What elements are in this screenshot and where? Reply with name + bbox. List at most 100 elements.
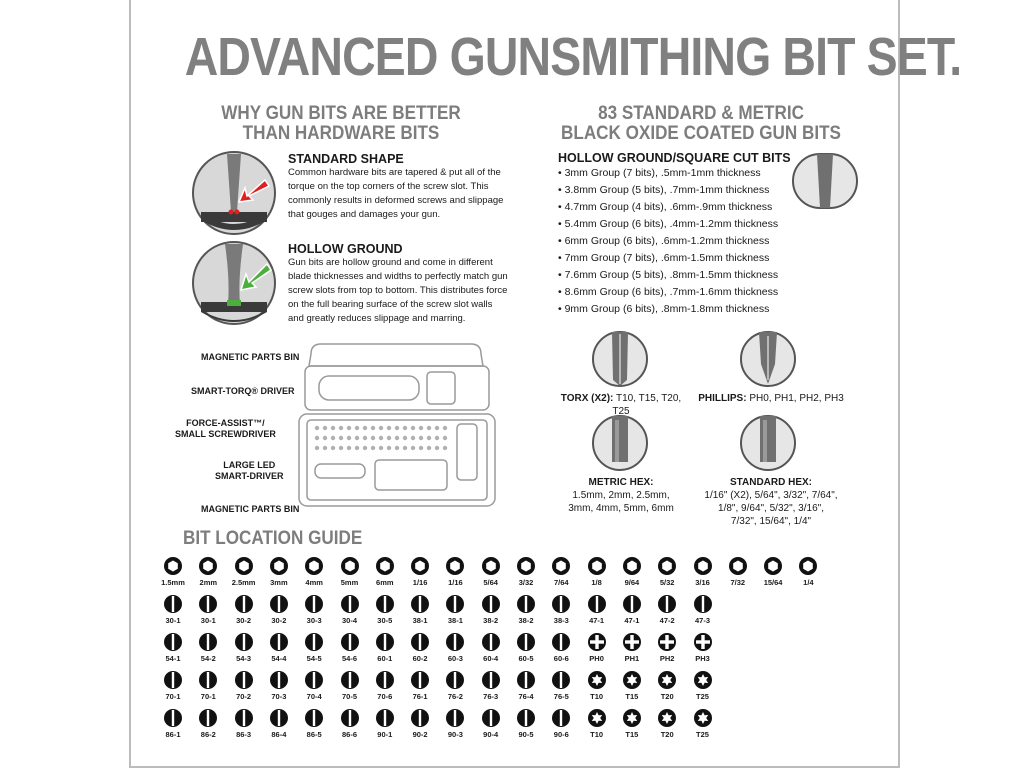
standard-shape-title: STANDARD SHAPE [288, 152, 404, 166]
bit-slot-label: 76-3 [483, 692, 499, 701]
bit-slot-label: 90-3 [447, 730, 463, 739]
left-heading-line1: WHY GUN BITS ARE BETTER [221, 103, 461, 124]
bit-slot-label: 9/64 [624, 578, 640, 587]
slotted-bit-icon [411, 633, 430, 651]
standard-hex-sizes-1: 1/16" (X2), 5/64", 3/32", 7/64", [704, 490, 838, 501]
phillips-bit-small-icon [693, 633, 712, 651]
slotted-bit-icon [305, 633, 324, 651]
bit-slot-label: PH1 [624, 654, 640, 663]
left-heading: WHY GUN BITS ARE BETTER THAN HARDWARE BI… [206, 104, 476, 144]
bit-slot: 86-5 [296, 708, 332, 739]
bit-slot-label: 47-1 [624, 616, 640, 625]
bit-slot: 86-2 [190, 708, 226, 739]
bit-slot-label: 70-2 [236, 692, 252, 701]
bit-slot: 60-5 [508, 632, 544, 663]
bit-slot-label: 60-3 [447, 654, 463, 663]
hex-socket-icon [446, 557, 465, 575]
slotted-bit-icon [199, 595, 218, 613]
slotted-bit-icon [481, 633, 500, 651]
bit-slot-label: 86-1 [165, 730, 181, 739]
slotted-bit-icon [446, 633, 465, 651]
bit-slot: 38-3 [543, 594, 579, 625]
metric-hex-label: METRIC HEX: 1.5mm, 2mm, 2.5mm, 3mm, 4mm,… [541, 476, 701, 515]
bit-slot-label: 30-2 [271, 616, 287, 625]
bit-slot: T15 [614, 670, 650, 701]
left-heading-line2: THAN HARDWARE BITS [242, 123, 440, 144]
torx-bit-small-icon [622, 671, 641, 689]
bit-slot-label: 38-2 [483, 616, 499, 625]
bit-slot: 7/64 [543, 556, 579, 587]
bit-slot: 1/16 [402, 556, 438, 587]
slotted-bit-icon [164, 595, 182, 613]
bit-slot: 54-5 [296, 632, 332, 663]
standard-hex-label: STANDARD HEX: 1/16" (X2), 5/64", 3/32", … [696, 476, 846, 528]
bit-slot-label: 30-3 [306, 616, 322, 625]
bit-slot-label: PH0 [589, 654, 604, 663]
bit-slot: 4mm [296, 556, 332, 587]
slotted-bit-icon [375, 633, 394, 651]
bit-slot: 30-2 [226, 594, 262, 625]
bit-slot: 1/4 [790, 556, 826, 587]
torx-bit-small-icon [587, 709, 606, 727]
bit-slot: 3/32 [508, 556, 544, 587]
callout-force-assist: FORCE-ASSIST™/ SMALL SCREWDRIVER [175, 418, 276, 440]
bit-slot-label: 86-5 [306, 730, 322, 739]
bit-slot-label: 1/16 [412, 578, 428, 587]
metric-hex-name: METRIC HEX: [588, 477, 654, 488]
bit-slot: 1/8 [579, 556, 615, 587]
bit-slot-label: T20 [660, 730, 674, 739]
slotted-bit-icon [305, 709, 324, 727]
hex-socket-icon [305, 557, 324, 575]
bit-slot-label: 7/32 [730, 578, 746, 587]
slotted-bit-icon [340, 671, 359, 689]
hollow-bits-title: HOLLOW GROUND/SQUARE CUT BITS [558, 151, 791, 165]
standard-hex-bit-icon [740, 415, 796, 471]
bit-slot: 76-3 [473, 670, 509, 701]
slotted-bit-icon [411, 595, 430, 613]
bit-slot-label: T20 [660, 692, 674, 701]
torx-bit-small-icon [622, 709, 641, 727]
bit-slot-label: 70-1 [165, 692, 181, 701]
bit-slot-label: 60-2 [412, 654, 428, 663]
list-item: • 5.4mm Group (6 bits), .4mm-1.2mm thick… [558, 218, 779, 230]
bit-slot-label: 38-2 [518, 616, 534, 625]
bit-group-list: • 3mm Group (7 bits), .5mm-1mm thickness… [558, 165, 778, 318]
bit-slot: 47-1 [579, 594, 615, 625]
callout-led-line2: SMART-DRIVER [215, 471, 284, 481]
bit-slot-label: 70-1 [200, 692, 216, 701]
slotted-bit-icon [481, 671, 500, 689]
bit-slot: PH2 [649, 632, 685, 663]
slotted-bit-icon [552, 709, 571, 727]
bit-slot: 2mm [190, 556, 226, 587]
bit-slot: T15 [614, 708, 650, 739]
bit-slot: T25 [685, 708, 721, 739]
slotted-bit-icon [234, 709, 253, 727]
phillips-label: PHILLIPS: PH0, PH1, PH2, PH3 [691, 392, 851, 405]
bit-slot-label: 70-5 [341, 692, 357, 701]
slotted-bit-icon [622, 595, 641, 613]
bit-slot: 60-1 [367, 632, 403, 663]
torx-bit-icon [592, 331, 648, 387]
bit-slot: 54-4 [261, 632, 297, 663]
right-heading: 83 STANDARD & METRIC BLACK OXIDE COATED … [557, 104, 845, 144]
bit-slot: T10 [579, 708, 615, 739]
callout-force-line2: SMALL SCREWDRIVER [175, 429, 276, 439]
torx-sizes: T10, T15, T20, T25 [612, 393, 682, 417]
bit-slot-label: 54-5 [306, 654, 322, 663]
bit-slot: 70-1 [190, 670, 226, 701]
bit-slot-label: 3mm [270, 578, 288, 587]
bit-slot-label: 54-6 [341, 654, 357, 663]
slotted-bit-icon [269, 709, 288, 727]
standard-shape-section: STANDARD SHAPE Common hardware bits are … [288, 152, 508, 222]
bit-slot-label: T15 [625, 730, 639, 739]
hex-socket-icon [375, 557, 394, 575]
torx-name: TORX (X2): [560, 393, 614, 404]
bit-slot: 9/64 [614, 556, 650, 587]
bit-slot-label: 60-4 [483, 654, 499, 663]
list-item: • 6mm Group (6 bits), .6mm-1.2mm thickne… [558, 235, 770, 247]
bit-slot-label: 1/4 [803, 578, 814, 587]
hex-socket-icon [517, 557, 535, 575]
bit-slot-label: 30-4 [341, 616, 357, 625]
bit-slot-label: PH2 [659, 654, 675, 663]
list-item: • 8.6mm Group (6 bits), .7mm-1.6mm thick… [558, 286, 779, 298]
